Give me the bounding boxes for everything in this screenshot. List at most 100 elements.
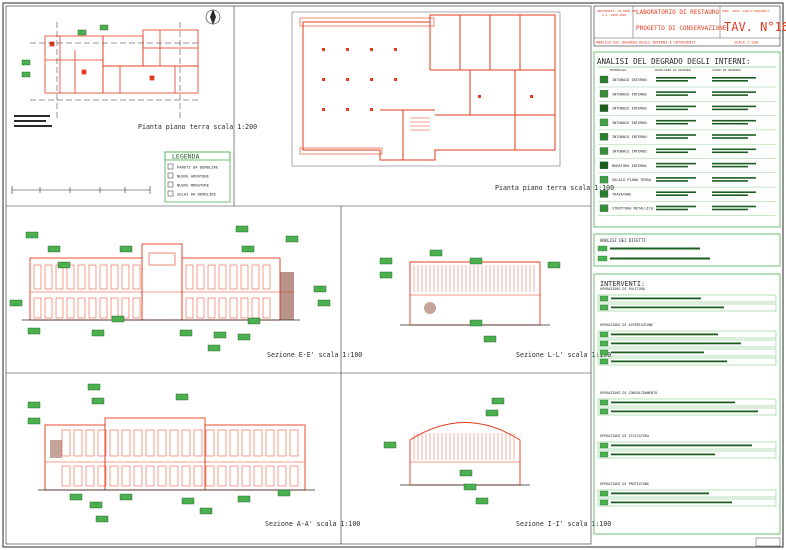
degradation-tag: [491, 397, 505, 405]
cause-text: [712, 91, 756, 93]
window: [193, 429, 203, 457]
window: [251, 264, 260, 290]
degradation-tag: [463, 483, 477, 491]
pathology-text: [656, 94, 688, 96]
intervention-code: [599, 331, 609, 338]
window: [240, 264, 249, 290]
window: [277, 465, 287, 487]
cause-text: [712, 177, 756, 179]
window: [33, 297, 42, 319]
material-swatch: [599, 118, 609, 127]
window: [241, 465, 251, 487]
section-ll-elevation: [400, 261, 550, 326]
window: [109, 429, 119, 457]
scale-label: SCALA 1:100: [734, 41, 758, 45]
material-swatch: [599, 161, 609, 169]
degradation-tag: [459, 469, 473, 477]
window: [185, 264, 194, 290]
pathology-text: [656, 119, 696, 122]
intervention-group-title: OPERAZIONI DI CONSOLIDAMENTO: [600, 391, 657, 395]
window: [169, 429, 179, 457]
window: [121, 297, 130, 319]
window: [229, 429, 239, 457]
material-swatch: [599, 175, 609, 184]
window: [157, 429, 167, 457]
window: [66, 264, 75, 290]
window: [241, 429, 251, 457]
degradation-tag: [25, 231, 39, 239]
intervention-code: [599, 499, 609, 506]
window: [133, 429, 143, 457]
intervention-row: [597, 441, 777, 450]
intervention-text: [611, 342, 741, 345]
defects-title: ANALISI DEI DIFETTI: [600, 238, 646, 243]
material-swatch: [599, 147, 609, 155]
section-ee-windows: [33, 264, 271, 319]
degradation-tag: [111, 315, 125, 323]
legend-item: SOLAI DA DEMOLIRE: [177, 192, 217, 197]
pathology-text: [656, 77, 696, 79]
window: [207, 264, 216, 290]
degradation-tag: [181, 497, 195, 505]
material-swatch: [599, 204, 609, 212]
sheet-number: TAV. N°16: [724, 20, 786, 34]
intervention-row: [597, 294, 777, 303]
window: [66, 297, 75, 319]
section-aa-windows: [61, 429, 299, 487]
degradation-tag: [475, 497, 489, 505]
intervention-text: [611, 501, 732, 504]
window: [99, 264, 108, 290]
intervention-group-title: OPERAZIONI DI ASPORTAZIONE: [600, 323, 653, 327]
cause-text: [712, 191, 756, 193]
small-plan-tags: [21, 24, 109, 78]
window: [132, 264, 141, 290]
window: [185, 297, 194, 319]
degradation-tag: [313, 285, 327, 293]
large-plan-dimension-lines: [291, 11, 561, 167]
title-block: UNIVERSITA' DI ROMA TRE A.A. 2008-2009 L…: [593, 5, 786, 47]
intervention-text: [611, 401, 735, 404]
window: [251, 297, 260, 319]
window: [77, 264, 86, 290]
material-label: MURATURA INTERNA: [612, 164, 647, 168]
small-plan-caption: Pianta piano terra scala 1:200: [138, 123, 257, 131]
pathology-text: [656, 105, 696, 108]
window: [229, 264, 238, 290]
material-label: STRUTTURA METALLICA: [612, 207, 654, 211]
window: [110, 264, 119, 290]
intervention-code: [599, 340, 609, 347]
academic-year: A.A. 2008-2009: [602, 13, 627, 17]
intervention-row: [597, 398, 777, 407]
window: [169, 465, 179, 487]
large-ground-floor-plan: [299, 14, 556, 161]
degradation-tag: [91, 397, 105, 405]
window: [289, 429, 299, 457]
degradation-tag: [235, 225, 249, 233]
large-plan-caption: Pianta piano terra scala 1:100: [495, 184, 614, 192]
cause-text: [712, 165, 748, 168]
material-swatch: [599, 133, 609, 141]
window: [196, 297, 205, 319]
material-label: INTONACO INTERNO: [612, 107, 647, 111]
window: [207, 297, 216, 319]
legend-title: LEGENDA: [172, 153, 199, 161]
intervention-group-title: OPERAZIONI DI PROTEZIONE: [600, 482, 649, 486]
degradation-tag: [547, 261, 561, 269]
material-swatch: [599, 104, 609, 112]
cause-text: [712, 77, 756, 79]
pathology-text: [656, 194, 688, 196]
window: [121, 429, 131, 457]
pathology-text: [656, 177, 696, 179]
intervention-code: [599, 451, 609, 458]
pathology-text: [656, 180, 688, 182]
degradation-tag: [485, 409, 499, 417]
section-ll-slats: [413, 265, 535, 292]
window: [132, 297, 141, 319]
cause-text: [712, 94, 748, 96]
degradation-tag: [285, 235, 299, 243]
cause-text: [712, 122, 748, 125]
degradation-tags: [9, 225, 561, 523]
window: [88, 264, 97, 290]
